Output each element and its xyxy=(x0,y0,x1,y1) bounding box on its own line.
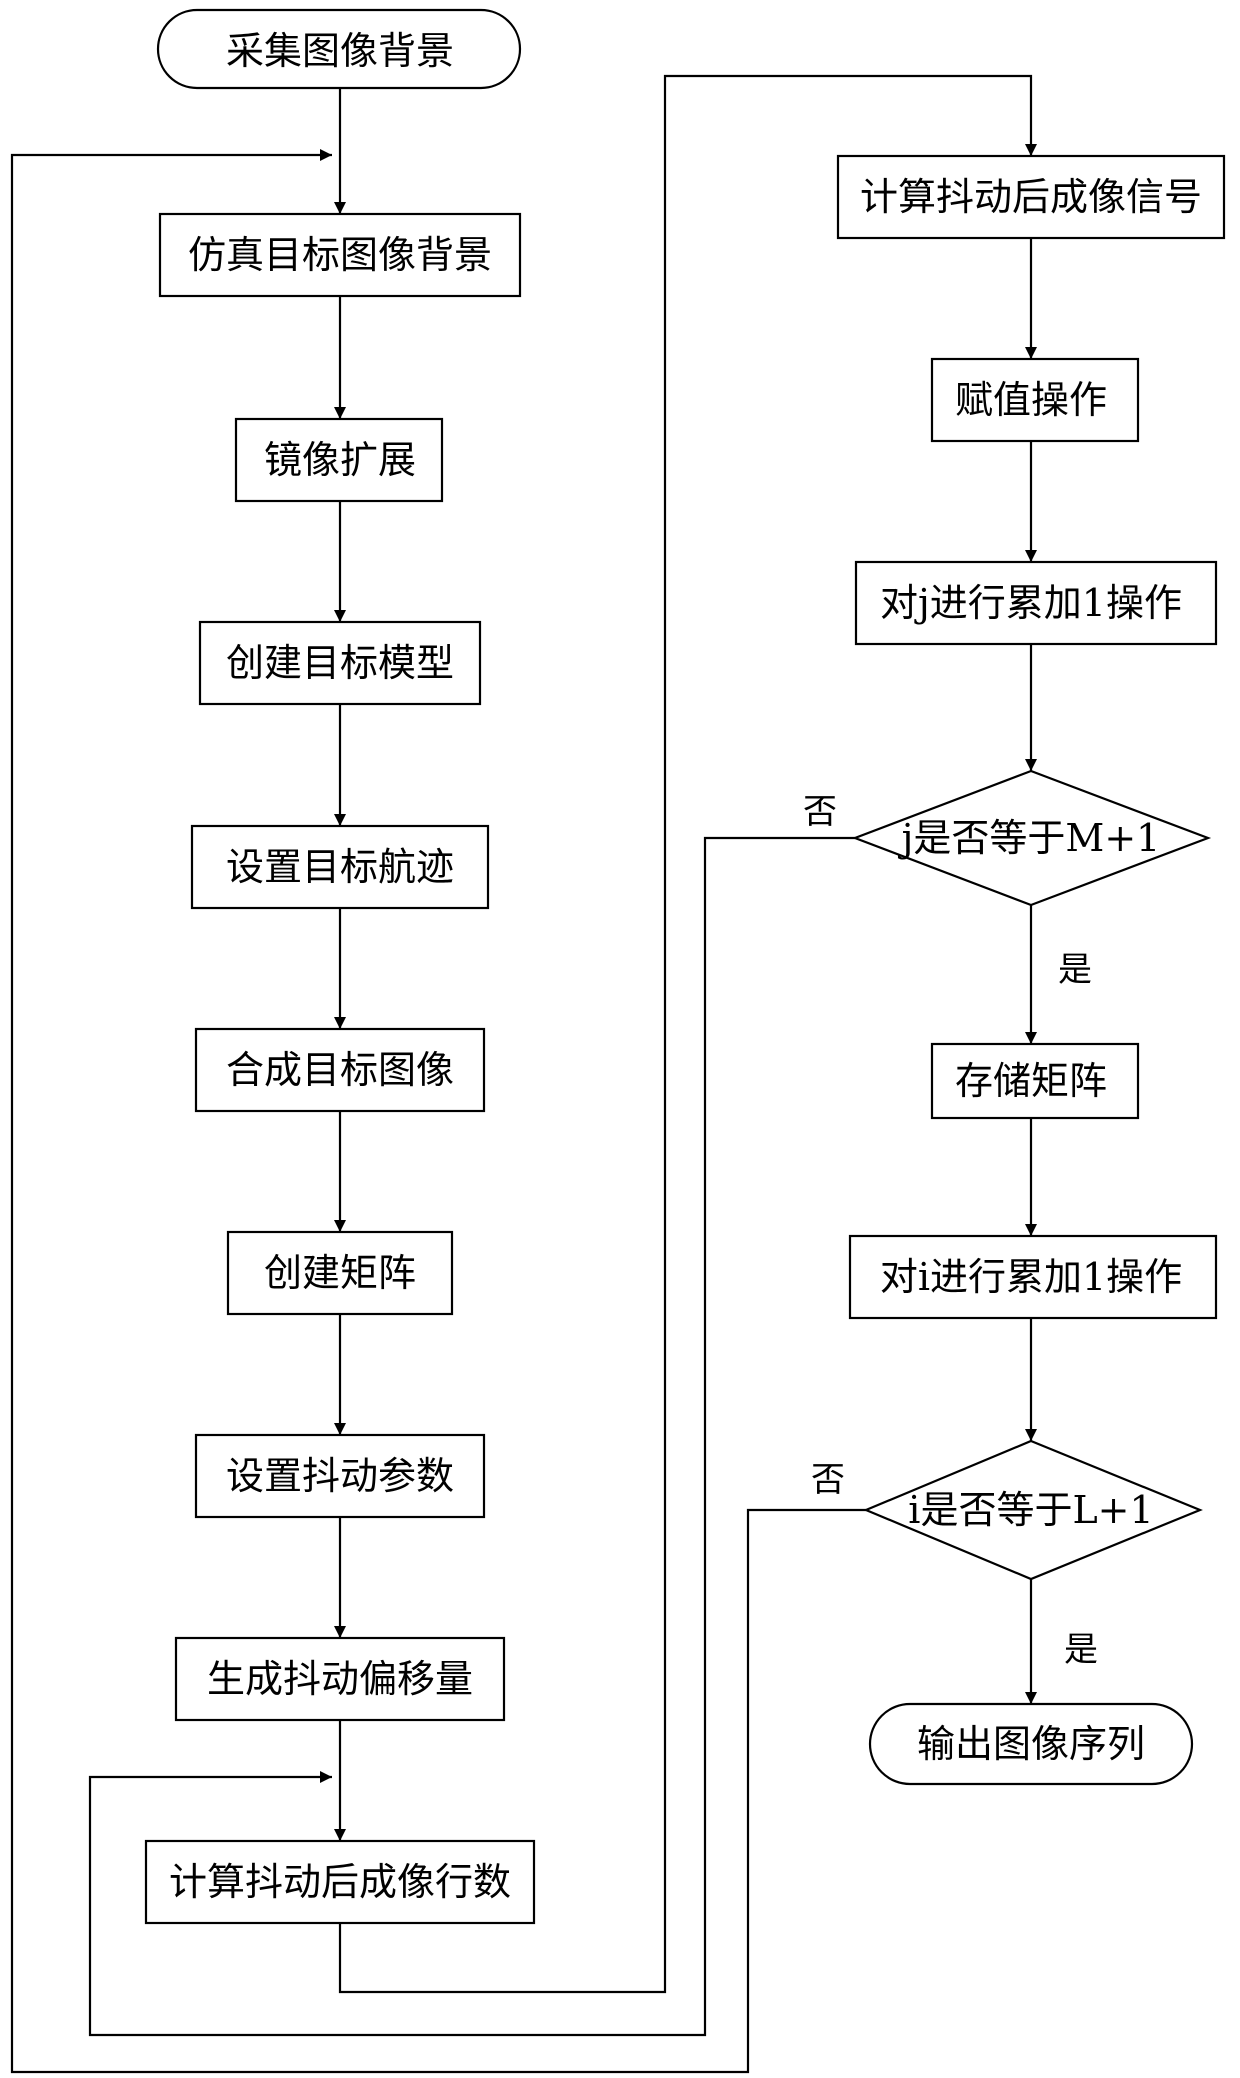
node-set-jitter-params xyxy=(194,1433,486,1519)
node-set-target-track xyxy=(190,824,490,910)
node-compose-target-image xyxy=(194,1027,486,1113)
decision-j-equals-m1-label: j是否等于M+1 xyxy=(898,816,1161,860)
node-generate-jitter-offset xyxy=(174,1636,506,1722)
node-simulate-background xyxy=(158,212,522,298)
node-mirror-extend-label: 镜像扩展 xyxy=(264,438,416,482)
node-create-matrix xyxy=(226,1230,454,1316)
edge-d2-loop xyxy=(10,149,866,2074)
node-mirror-extend xyxy=(234,417,444,503)
edge-label-d2-no: 否 xyxy=(811,1460,845,1500)
node-compute-jitter-signal xyxy=(836,154,1226,240)
node-increment-j xyxy=(854,560,1218,646)
decision-i-equals-l1 xyxy=(863,1439,1203,1581)
node-create-target-model xyxy=(198,620,482,706)
node-compute-jitter-rows-label: 计算抖动后成像行数 xyxy=(169,1860,511,1904)
node-output-sequence xyxy=(868,1702,1194,1786)
node-assign xyxy=(930,357,1140,443)
node-output-sequence-label: 输出图像序列 xyxy=(917,1722,1145,1766)
node-simulate-background-label: 仿真目标图像背景 xyxy=(188,233,492,277)
node-generate-jitter-offset-label: 生成抖动偏移量 xyxy=(207,1657,473,1701)
node-compose-target-image-label: 合成目标图像 xyxy=(226,1048,454,1092)
node-increment-i-label: 对i进行累加1操作 xyxy=(880,1255,1182,1299)
decision-i-equals-l1-label: i是否等于L+1 xyxy=(908,1488,1153,1532)
node-store-matrix xyxy=(930,1042,1140,1120)
node-set-target-track-label: 设置目标航迹 xyxy=(226,845,454,889)
decision-j-equals-m1 xyxy=(851,769,1212,907)
node-set-jitter-params-label: 设置抖动参数 xyxy=(226,1454,454,1498)
edge-label-d1-yes: 是 xyxy=(1058,950,1092,990)
node-increment-i xyxy=(848,1234,1218,1320)
edge-label-d2-yes: 是 xyxy=(1064,1630,1098,1670)
node-collect-background-label: 采集图像背景 xyxy=(226,29,454,73)
node-collect-background xyxy=(156,8,522,90)
edge-n10-n11 xyxy=(338,74,1037,1994)
node-compute-jitter-rows xyxy=(144,1839,536,1925)
node-compute-jitter-signal-label: 计算抖动后成像信号 xyxy=(860,175,1202,219)
edge-d1-loop xyxy=(88,836,855,2037)
node-create-matrix-label: 创建矩阵 xyxy=(264,1251,416,1295)
node-increment-j-label: 对j进行累加1操作 xyxy=(880,581,1182,625)
node-assign-label: 赋值操作 xyxy=(955,378,1107,422)
node-create-target-model-label: 创建目标模型 xyxy=(226,641,454,685)
edge-label-d1-no: 否 xyxy=(803,792,837,832)
node-store-matrix-label: 存储矩阵 xyxy=(955,1059,1107,1103)
